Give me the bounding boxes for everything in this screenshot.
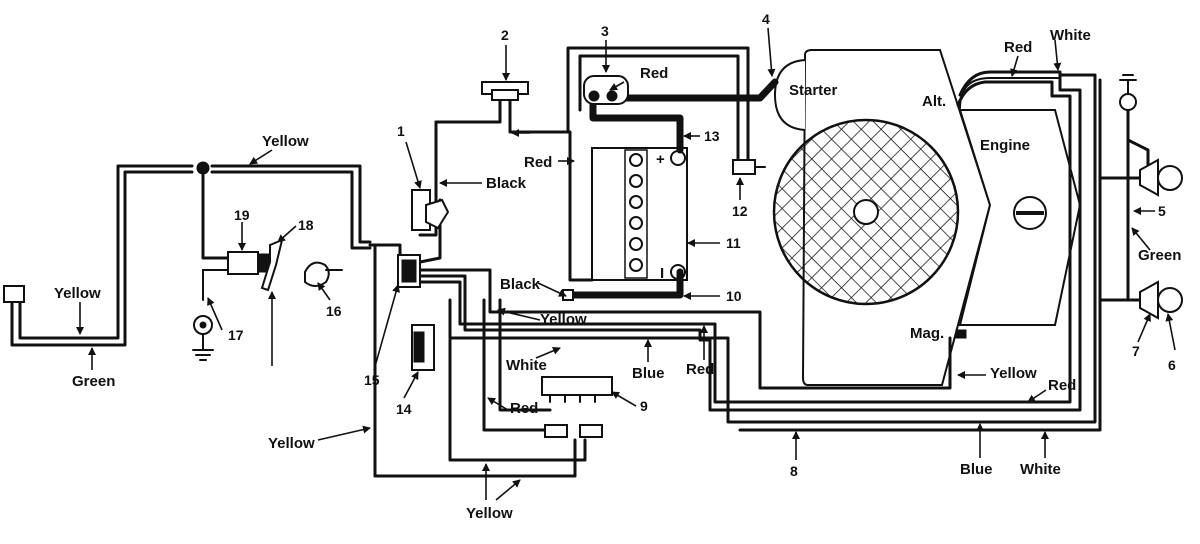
- label-green-left: Green: [72, 373, 115, 390]
- label-yellow-top: Yellow: [262, 133, 309, 150]
- callout-numbers: 1 2 3 4 5 6 7 8 9 10 11 12 13 14 15 16 1…: [228, 11, 1176, 479]
- label-red-left: Red: [524, 154, 552, 171]
- wire-yellow-to-8: [738, 78, 1102, 432]
- callout-18: 18: [298, 217, 314, 233]
- callout-17: 17: [228, 327, 244, 343]
- callout-7: 7: [1132, 343, 1140, 359]
- label-yellow-mid: Yellow: [540, 311, 587, 328]
- wire-labels: Yellow Yellow Green Black Red Red Black …: [54, 27, 1181, 522]
- callout-1: 1: [397, 123, 405, 139]
- cable-starter: [608, 78, 779, 102]
- battery-positive-label: +: [656, 151, 665, 168]
- component-9: [541, 376, 613, 403]
- callout-8: 8: [790, 463, 798, 479]
- label-red-lower: Red: [510, 400, 538, 417]
- label-green-right: Green: [1138, 247, 1181, 264]
- engine: [772, 49, 1082, 386]
- callout-13: 13: [704, 128, 720, 144]
- flywheel-hub: [853, 199, 879, 225]
- connector-left: [3, 285, 25, 303]
- component-12: [732, 159, 766, 175]
- label-red-right: Red: [1048, 377, 1076, 394]
- callout-3: 3: [601, 23, 609, 39]
- component-17-ground: [192, 315, 214, 361]
- callout-19: 19: [234, 207, 250, 223]
- label-white-mid: White: [506, 357, 547, 374]
- component-15-key-switch: [397, 254, 421, 288]
- cable-black-battery: [561, 268, 684, 299]
- callout-15: 15: [364, 372, 380, 388]
- wire-blue-mid: [448, 73, 1097, 424]
- battery-case: [591, 147, 688, 281]
- component-14: [411, 324, 435, 371]
- callout-16: 16: [326, 303, 342, 319]
- engine-labels: Starter Alt. Engine Mag.: [789, 82, 1030, 342]
- label-black-battery: Black: [500, 276, 541, 293]
- callout-5: 5: [1158, 203, 1166, 219]
- label-blue-mid: Blue: [632, 365, 665, 382]
- label-red-mid: Red: [686, 361, 714, 378]
- wire-yellow-top: [210, 164, 372, 244]
- magneto-terminal: [955, 329, 967, 339]
- headlight-upper: [1139, 158, 1183, 197]
- label-red-top-right: Red: [1004, 39, 1032, 56]
- label-yellow-mag: Yellow: [990, 365, 1037, 382]
- callout-9: 9: [640, 398, 648, 414]
- label-yellow-lower-left: Yellow: [268, 435, 315, 452]
- label-blue-bottom: Blue: [960, 461, 993, 478]
- component-16-key: [304, 261, 343, 287]
- headlight-lower: [1139, 280, 1183, 320]
- label-white-top-right: White: [1050, 27, 1091, 44]
- callout-11: 11: [726, 235, 741, 251]
- label-yellow-left: Yellow: [54, 285, 101, 302]
- callout-4: 4: [762, 11, 770, 27]
- starter-motor: [773, 59, 806, 131]
- wire-yellow-top-2: [210, 170, 372, 250]
- callout-12: 12: [732, 203, 748, 219]
- label-red-solenoid: Red: [640, 65, 668, 82]
- wire-yellow-mid: [418, 268, 952, 390]
- callout-14: 14: [396, 401, 412, 417]
- label-engine: Engine: [980, 137, 1030, 154]
- battery-positive-post: [670, 150, 686, 166]
- label-white-bottom: White: [1020, 461, 1061, 478]
- component-19: [227, 251, 273, 275]
- label-alt: Alt.: [922, 93, 946, 110]
- connector-bottom-2: [579, 424, 603, 438]
- callout-10: 10: [726, 288, 742, 304]
- label-starter: Starter: [789, 82, 838, 99]
- leader-arrows: [76, 27, 1176, 501]
- component-3-solenoid: [583, 75, 629, 105]
- wire-yellow-left: [18, 164, 194, 340]
- splice-yellow: [196, 161, 210, 175]
- wire-green-left: [10, 170, 194, 347]
- connector-bottom-1: [544, 424, 568, 438]
- label-mag: Mag.: [910, 325, 944, 342]
- component-2: [481, 81, 529, 101]
- component-1: [411, 189, 450, 231]
- callout-6: 6: [1168, 357, 1176, 373]
- battery-negative-label: I: [660, 265, 664, 282]
- ground-right: [1119, 74, 1137, 111]
- callout-2: 2: [501, 27, 509, 43]
- label-black-switch: Black: [486, 175, 527, 192]
- label-yellow-bottom: Yellow: [466, 505, 513, 522]
- wire-white-mid: [418, 70, 1082, 412]
- cable-red-battery: [589, 96, 684, 154]
- battery: + I: [591, 147, 688, 282]
